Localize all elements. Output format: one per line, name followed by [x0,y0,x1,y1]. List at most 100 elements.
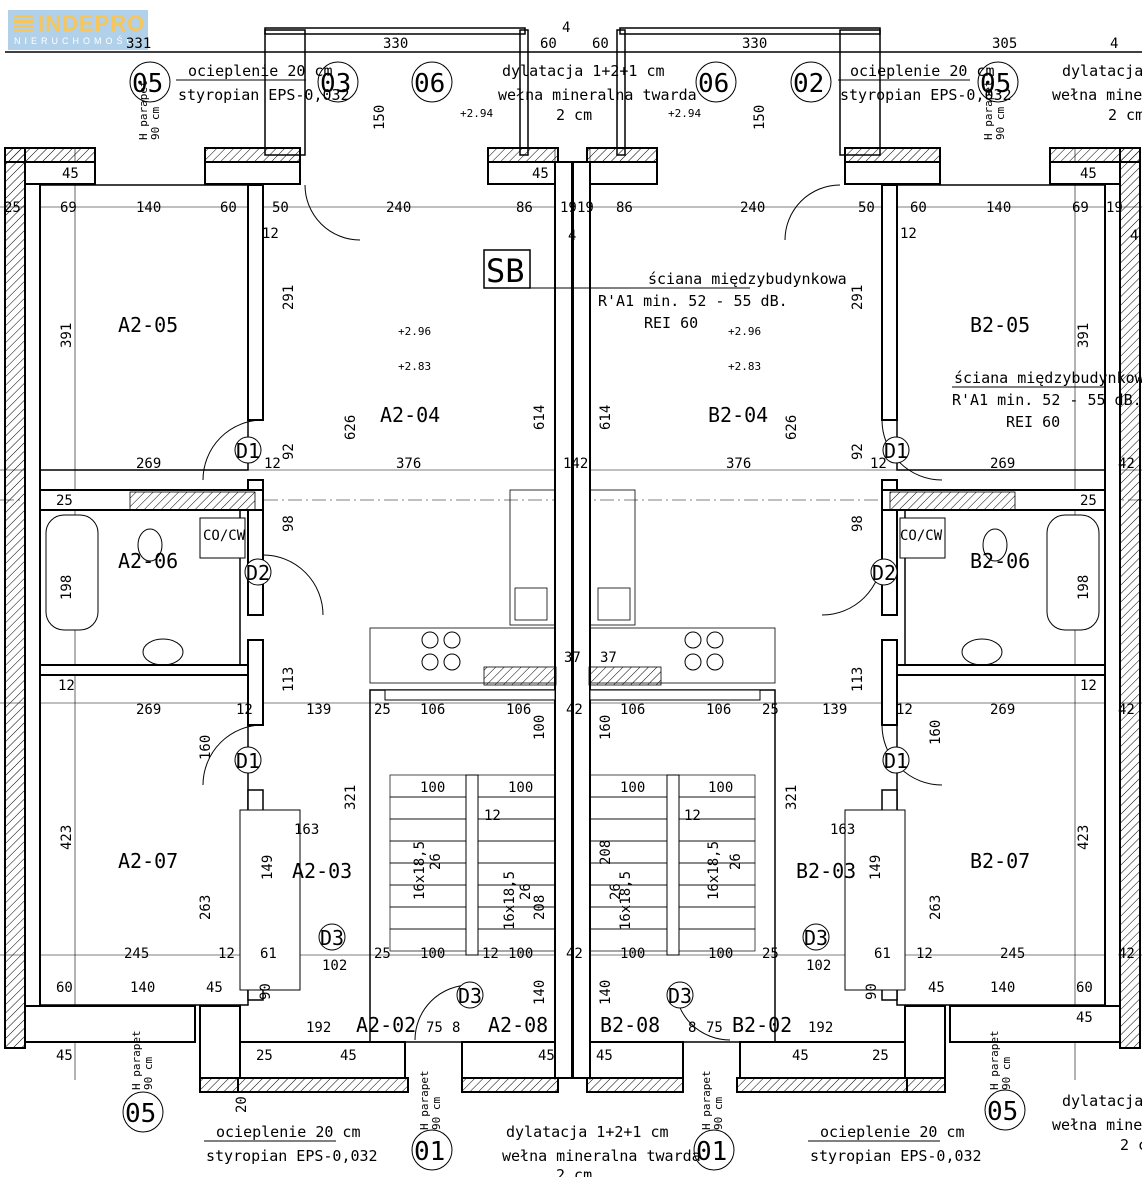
room-label: B2-06 [970,549,1030,573]
svg-text:12: 12 [264,456,281,472]
svg-text:01: 01 [414,1137,445,1167]
svg-text:614: 614 [598,405,614,430]
svg-text:102: 102 [806,958,831,974]
wall [589,796,671,820]
svg-text:25: 25 [374,946,391,962]
dim-text: 60 [592,36,609,52]
svg-text:45: 45 [928,980,945,996]
svg-text:376: 376 [726,456,751,472]
svg-text:90 cm: 90 cm [142,1057,155,1090]
dilatation-note: 2 cm [1120,1136,1142,1154]
axis-marker: 01 [693,1129,735,1171]
dilatation-note: 2 cm [1108,106,1142,124]
svg-text:12: 12 [482,946,499,962]
svg-text:42: 42 [566,946,583,962]
svg-text:8: 8 [688,1020,696,1036]
svg-text:140: 140 [986,200,1011,216]
svg-text:D1: D1 [236,749,260,773]
party-wall-note: REI 60 [644,314,698,332]
svg-text:03: 03 [320,69,351,99]
insulation-note: ocieplenie 20 cm [820,1123,965,1141]
room-label: B2-05 [970,313,1030,337]
svg-text:D2: D2 [872,561,896,585]
svg-text:05: 05 [132,69,163,99]
svg-text:H parapet: H parapet [137,80,150,140]
svg-text:05: 05 [980,69,1011,99]
svg-text:12: 12 [484,808,501,824]
svg-text:269: 269 [990,702,1015,718]
logo-name: INDEPRO [38,11,146,36]
wall [509,489,556,626]
door-swing [262,554,324,616]
insulation-note: styropian EPS-0,032 [810,1147,982,1165]
party-wall-note: ściana międzybudynkowa [954,369,1142,387]
svg-text:90 cm: 90 cm [712,1097,725,1130]
svg-text:291: 291 [281,285,297,310]
wall [589,689,761,701]
door-marker: D1 [882,436,910,464]
svg-text:06: 06 [698,69,729,99]
wall [461,1041,556,1079]
svg-text:H parapet: H parapet [130,1030,143,1090]
svg-text:45: 45 [596,1048,613,1064]
svg-text:163: 163 [830,822,855,838]
svg-text:25: 25 [762,702,779,718]
svg-text:423: 423 [1076,825,1092,850]
svg-text:60: 60 [1076,980,1093,996]
svg-text:75: 75 [426,1020,443,1036]
svg-text:263: 263 [928,895,944,920]
svg-text:12: 12 [896,702,913,718]
dilatation-note: 2 cm [556,106,592,124]
wall [465,774,479,956]
svg-text:26: 26 [728,853,744,870]
walls [0,27,1142,1093]
wall [24,1005,196,1043]
svg-text:16x18,5: 16x18,5 [502,871,518,930]
svg-text:614: 614 [532,405,548,430]
svg-text:100: 100 [620,946,645,962]
door-marker: D3 [456,981,484,1009]
svg-text:45: 45 [62,166,79,182]
svg-text:42: 42 [1118,702,1135,718]
svg-text:100: 100 [620,780,645,796]
svg-text:423: 423 [59,825,75,850]
svg-text:90 cm: 90 cm [994,107,1007,140]
svg-text:25: 25 [1080,493,1097,509]
dilatation-note: wełna mineralna twarda [498,86,697,104]
hob-icon [443,631,461,649]
svg-text:45: 45 [532,166,549,182]
svg-text:90 cm: 90 cm [149,107,162,140]
svg-text:02: 02 [793,69,824,99]
hob-icon [421,631,439,649]
wall [904,1005,946,1079]
axis-marker: 05 [977,61,1019,103]
svg-text:19: 19 [1106,200,1123,216]
wall [554,161,573,1079]
door-marker: D1 [882,746,910,774]
hob-icon [421,653,439,671]
level-terrace: +2.94 [460,107,493,120]
svg-text:245: 245 [124,946,149,962]
wall [239,809,301,991]
svg-text:140: 140 [532,980,548,1005]
svg-text:42: 42 [566,702,583,718]
wall [461,1077,559,1093]
room-label: A2-02 [356,1013,416,1037]
room-label: A2-04 [380,403,440,427]
door-swing [202,724,264,786]
level-ceiling: +2.96 [728,325,761,338]
room-label: B2-03 [796,859,856,883]
svg-text:20: 20 [234,1096,250,1113]
svg-text:26: 26 [608,883,624,900]
insulation-note: styropian EPS-0,032 [840,86,1012,104]
svg-text:269: 269 [136,702,161,718]
svg-text:12: 12 [900,226,917,242]
svg-text:50: 50 [272,200,289,216]
room-label: A2-06 [118,549,178,573]
wall [572,161,591,1079]
sink-icon [142,638,184,666]
door-marker: D3 [318,923,346,951]
wall [389,906,471,930]
svg-text:45: 45 [340,1048,357,1064]
